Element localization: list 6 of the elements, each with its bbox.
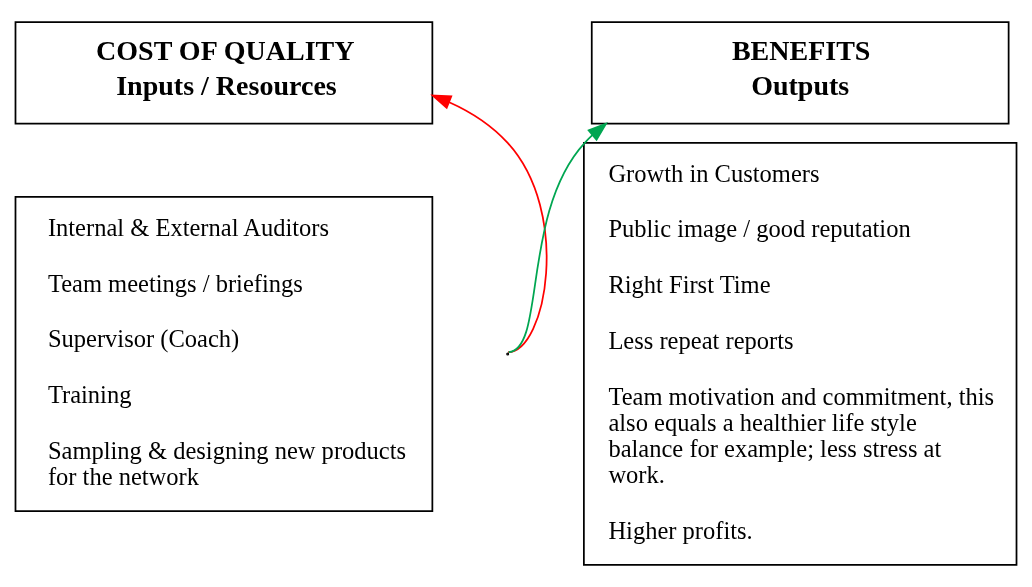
arrow [430,94,548,354]
node-box: BENEFITS Outputs [590,21,1010,125]
node-box: Internal & External Auditors Team meetings / briefings Supervisor (Coach) Training Sampling & designing new products for the network [14,195,434,512]
arrow [507,122,609,354]
node-box: Growth in Customers Public image / good reputation Right First Time Less repeat reports Team motivation and commitment, this also equals a healthier life style balance for example; less stress at work. Higher profits. [583,142,1018,566]
node-box: COST OF QUALITY Inputs / Resources [14,21,434,125]
